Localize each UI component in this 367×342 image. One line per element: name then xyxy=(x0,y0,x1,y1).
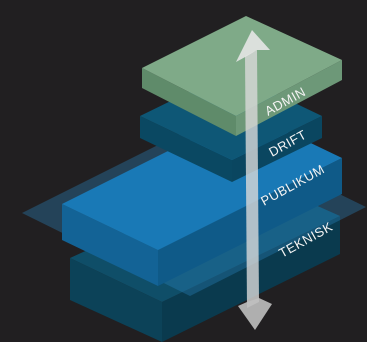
admin-side-left xyxy=(142,68,236,136)
admin-top xyxy=(142,16,342,116)
arrow-head-down-icon xyxy=(238,298,272,330)
layer-admin xyxy=(142,16,342,136)
publikum-side-left xyxy=(62,204,158,286)
drift-side-left xyxy=(140,116,232,182)
teknisk-side-left xyxy=(70,258,162,342)
arrow-shaft xyxy=(245,50,259,308)
arrow-head-up-icon xyxy=(236,30,270,62)
admin-side-right xyxy=(236,60,342,136)
bidirectional-arrow xyxy=(236,30,272,330)
